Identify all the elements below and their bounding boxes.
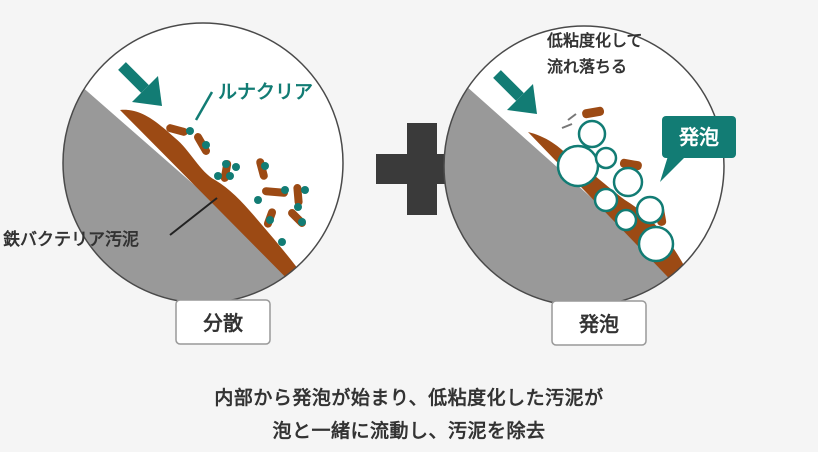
right-panel: 低粘度化して 流れ落ちる 発泡 発泡 bbox=[443, 25, 736, 346]
caption-line2: 泡と一緒に流動し、汚泥を除去 bbox=[272, 420, 546, 442]
soil-leader-line bbox=[169, 197, 218, 236]
right-stage-box bbox=[551, 300, 647, 346]
left-arrow-icon bbox=[118, 62, 162, 106]
bubble-label: 発泡 bbox=[678, 125, 719, 149]
action-label-line1: 低粘度化して bbox=[546, 31, 643, 50]
action-label-line2: 流れ落ちる bbox=[547, 57, 627, 76]
process-diagram: ルナクリア 鉄バクテリア汚泥 分散 bbox=[3, 22, 736, 346]
bubble-callout: 発泡 bbox=[660, 116, 736, 182]
right-arrow-icon bbox=[493, 70, 537, 114]
left-stage-box bbox=[175, 299, 271, 345]
caption-line1: 内部から発泡が始まり、低粘度化した汚泥が bbox=[214, 387, 604, 409]
foam-bubbles bbox=[556, 119, 675, 263]
left-panel: ルナクリア 鉄バクテリア汚泥 分散 bbox=[3, 22, 344, 345]
left-agent-dots bbox=[186, 127, 309, 246]
left-sludge-layer bbox=[120, 109, 330, 303]
soil-label: 鉄バクテリア汚泥 bbox=[3, 229, 139, 250]
motion-lines bbox=[561, 113, 577, 129]
agent-label: ルナクリア bbox=[218, 81, 313, 103]
left-stage-label: 分散 bbox=[203, 311, 244, 335]
right-stage-label: 発泡 bbox=[578, 312, 619, 336]
agent-leader-line bbox=[194, 91, 214, 121]
